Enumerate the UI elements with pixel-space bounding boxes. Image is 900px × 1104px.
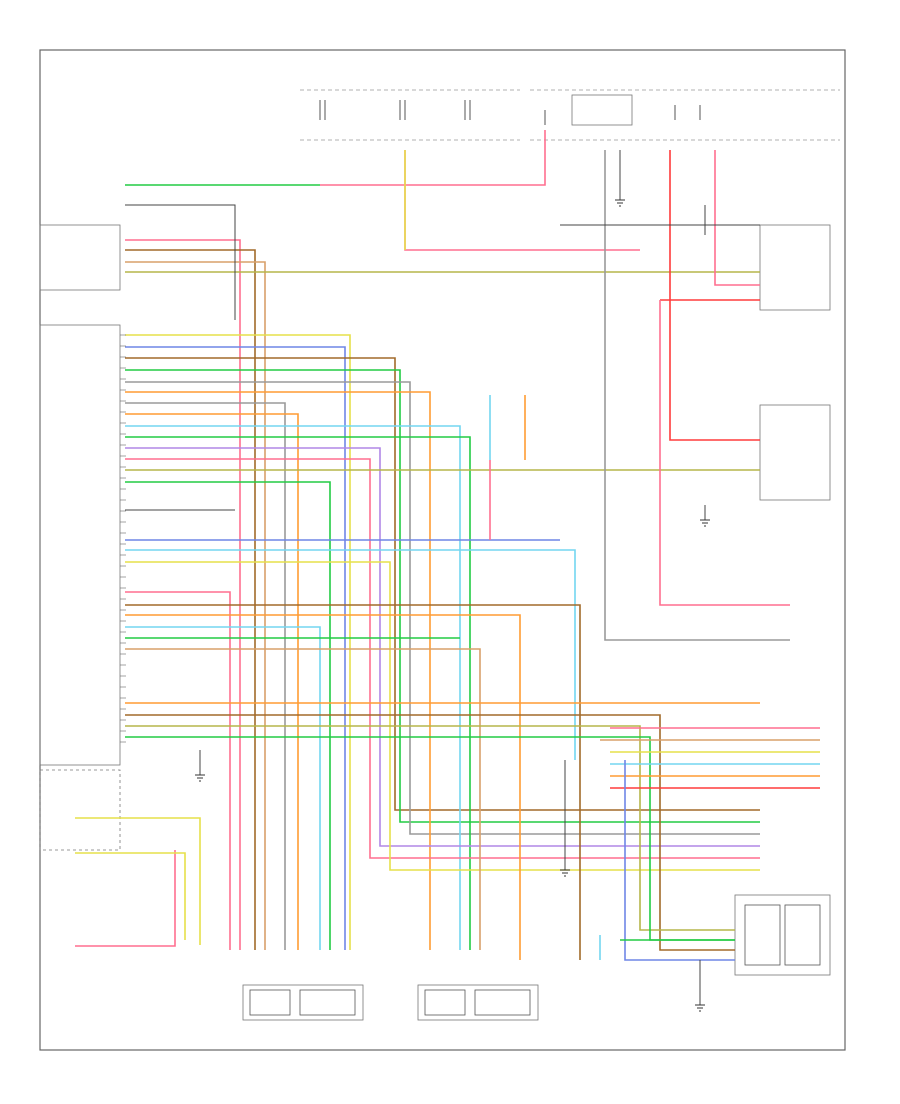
heated-seat-elements [249,904,821,1016]
wire-bundle [75,130,820,961]
right-heated-seat-box [417,984,539,1021]
pcm-module-box [39,324,121,766]
left-heated-seat-box [242,984,364,1021]
seatback-module-box [734,894,831,976]
hot-fuse-panel [300,89,840,141]
seat-switch-lower-box [759,404,831,501]
pcm-pins [120,334,126,743]
seat-module-box [39,769,121,851]
connector-stubs [125,150,760,1005]
seat-switch-upper-box [759,224,831,311]
instrument-cluster-box [39,224,121,291]
ground-symbols [195,199,710,1012]
